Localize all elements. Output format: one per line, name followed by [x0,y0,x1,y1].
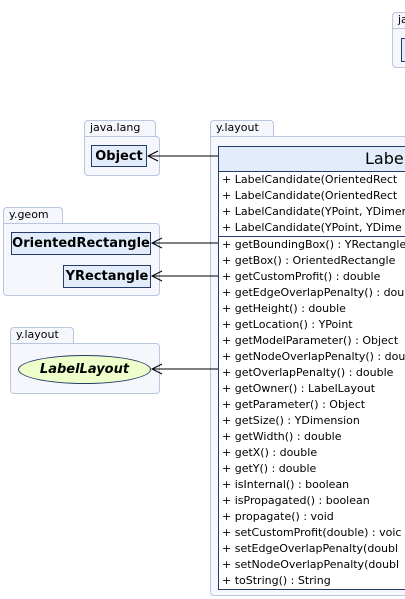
arrowhead-yrectangle [150,270,163,282]
constructor-row: + LabelCandidate(OrientedRect [222,189,398,202]
interface-label-layout-label: LabelLayout [39,362,130,377]
main-class-name: Labe [365,149,404,168]
method-row: + getY() : double [222,462,317,475]
package-label-y-layout-iface: y.layout [16,328,59,341]
class-box-top-partial[interactable] [401,38,405,62]
class-object-label: Object [95,148,143,164]
method-row: + setCustomProfit(double) : voic [222,526,402,539]
method-row: + getSize() : YDimension [222,414,360,427]
method-row: + getBoundingBox() : YRectangle [222,238,405,251]
package-tab-y-geom: y.geom [3,207,63,223]
arrowhead-object [146,150,159,162]
method-row: + isPropagated() : boolean [222,494,370,507]
package-tab-java-lang: java.lang [84,120,156,136]
methods-section: + getBoundingBox() : YRectangle + getBox(… [218,237,405,590]
arrowhead-oriented-rectangle [150,237,163,249]
method-row: + setNodeOverlapPenalty(doubl [222,558,400,571]
main-class-header[interactable]: Labe [218,146,405,172]
package-label-top: ja [398,13,405,26]
method-row: + getParameter() : Object [222,398,366,411]
method-row: + getWidth() : double [222,430,342,443]
method-row: + getBox() : OrientedRectangle [222,254,396,267]
class-yrectangle[interactable]: YRectangle [63,265,151,288]
package-label-java-lang: java.lang [90,121,141,134]
method-row: + isInternal() : boolean [222,478,350,491]
method-row: + getNodeOverlapPenalty() : dou [222,350,405,363]
constructors-section: + LabelCandidate(OrientedRect + LabelCand… [218,172,405,237]
class-yrectangle-label: YRectangle [65,269,149,284]
method-row: + getOverlapPenalty() : double [222,366,394,379]
class-object[interactable]: Object [91,145,147,167]
method-row: + getCustomProfit() : double [222,270,381,283]
class-oriented-rectangle[interactable]: OrientedRectangle [11,232,151,255]
method-row: + propagate() : void [222,510,334,523]
class-oriented-rectangle-label: OrientedRectangle [12,236,150,251]
constructor-row: + LabelCandidate(YPoint, YDimen [222,205,405,218]
method-row: + setEdgeOverlapPenalty(doubl [222,542,399,555]
package-label-y-layout-main: y.layout [216,121,259,134]
method-row: + getLocation() : YPoint [222,318,353,331]
interface-label-layout[interactable]: LabelLayout [18,355,151,384]
method-row: + getX() : double [222,446,318,459]
method-row: + getOwner() : LabelLayout [222,382,376,395]
package-tab-y-layout-iface: y.layout [10,327,74,343]
constructor-row: + LabelCandidate(YPoint, YDime [222,221,402,234]
method-row: + getHeight() : double [222,302,346,315]
package-tab-top: ja [392,12,405,28]
package-tab-y-layout-main: y.layout [210,120,274,136]
method-row: + getModelParameter() : Object [222,334,399,347]
method-row: + toString() : String [222,574,331,587]
constructor-row: + LabelCandidate(OrientedRect [222,173,398,186]
arrowhead-label-layout [150,363,163,375]
package-label-y-geom: y.geom [9,208,49,221]
method-row: + getEdgeOverlapPenalty() : dou [222,286,405,299]
